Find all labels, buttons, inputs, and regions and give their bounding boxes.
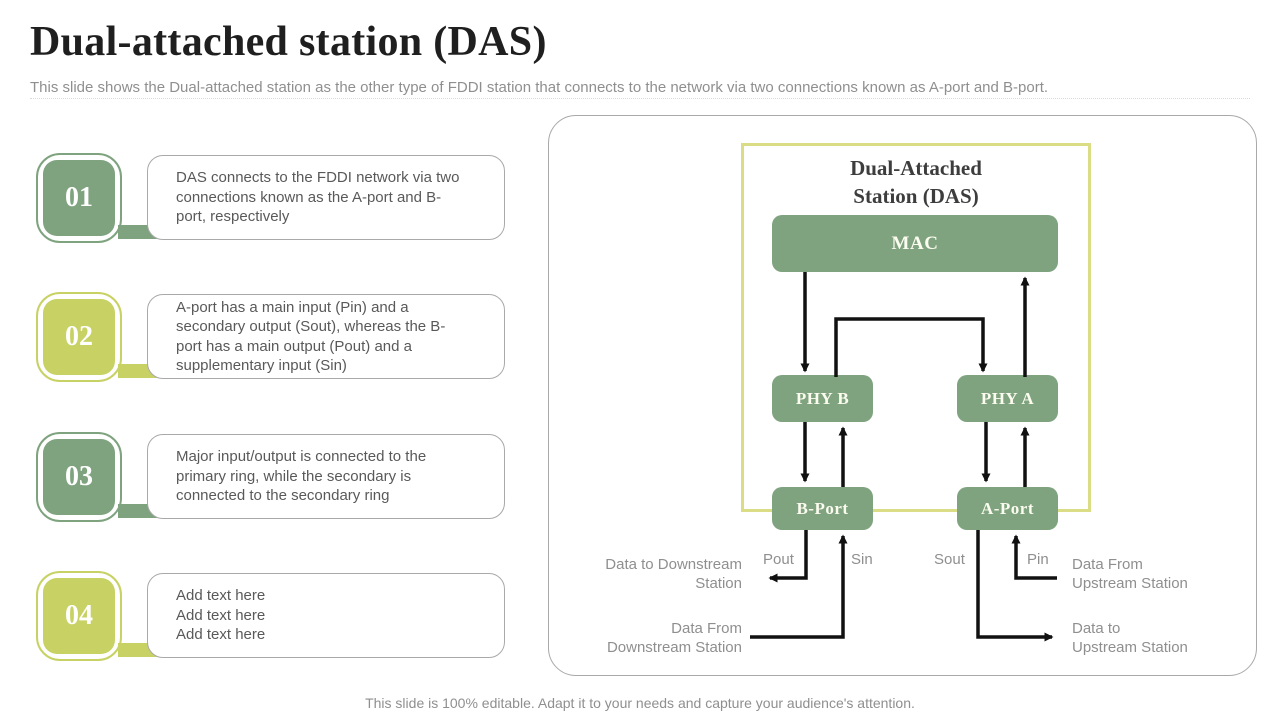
sout-label: Sout — [934, 551, 965, 568]
number-badge: 02 — [36, 292, 122, 382]
a-port-block: A-Port — [957, 487, 1058, 530]
item-text: A-port has a main input (Pin) and a seco… — [147, 294, 505, 379]
list-item-04: 04 Add text here Add text here Add text … — [36, 571, 506, 663]
number-badge: 04 — [36, 571, 122, 661]
data-to-upstream-label: Data to Upstream Station — [1072, 620, 1188, 656]
das-boundary-box — [741, 143, 1091, 512]
item-text-placeholder: Add text here Add text here Add text her… — [147, 573, 505, 658]
data-from-downstream-label: Data From Downstream Station — [606, 620, 742, 656]
number-badge-label: 04 — [43, 578, 115, 654]
item-text: DAS connects to the FDDI network via two… — [147, 155, 505, 240]
number-badge: 01 — [36, 153, 122, 243]
item-text: Major input/output is connected to the p… — [147, 434, 505, 519]
list-item-02: 02 A-port has a main input (Pin) and a s… — [36, 292, 506, 384]
number-badge-label: 01 — [43, 160, 115, 236]
diagram-title: Dual-Attached Station (DAS) — [850, 156, 982, 208]
number-badge-label: 03 — [43, 439, 115, 515]
pin-label: Pin — [1027, 551, 1049, 568]
data-from-upstream-label: Data From Upstream Station — [1072, 556, 1188, 592]
number-badge-label: 02 — [43, 299, 115, 375]
header-divider — [30, 98, 1250, 99]
page-title: Dual-attached station (DAS) — [30, 19, 547, 65]
list-item-03: 03 Major input/output is connected to th… — [36, 432, 506, 524]
page-subtitle: This slide shows the Dual-attached stati… — [30, 79, 1049, 96]
data-to-downstream-label: Data to Downstream Station — [605, 556, 742, 592]
b-port-block: B-Port — [772, 487, 873, 530]
editable-note: This slide is 100% editable. Adapt it to… — [365, 695, 915, 711]
mac-block: MAC — [772, 215, 1058, 272]
sin-label: Sin — [851, 551, 873, 568]
phy-a-block: PHY A — [957, 375, 1058, 422]
diagram-panel — [548, 115, 1257, 676]
pout-label: Pout — [763, 551, 794, 568]
list-item-01: 01 DAS connects to the FDDI network via … — [36, 153, 506, 245]
phy-b-block: PHY B — [772, 375, 873, 422]
number-badge: 03 — [36, 432, 122, 522]
